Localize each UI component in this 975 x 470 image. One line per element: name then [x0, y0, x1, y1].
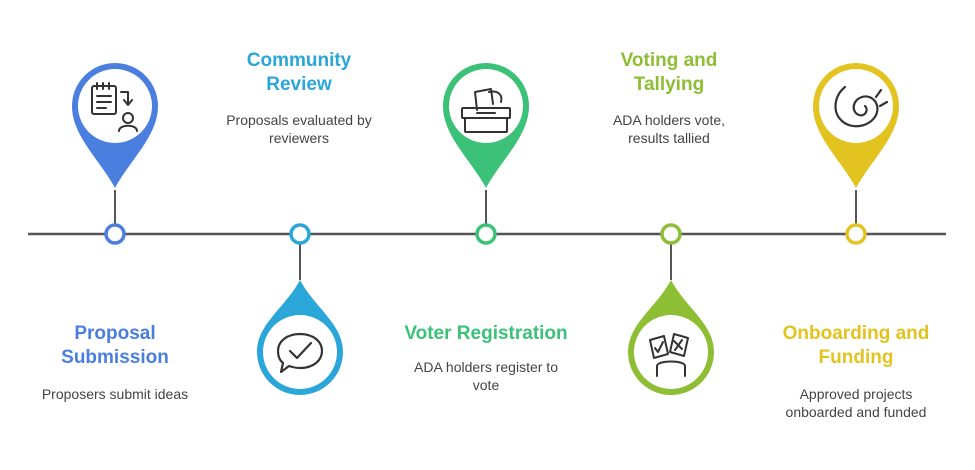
step-4-marker: [628, 223, 714, 396]
step-5-title: Onboarding and Funding: [782, 323, 930, 368]
speech-bubble-checkmark-icon: [276, 332, 324, 374]
step-3-node: [475, 223, 497, 245]
step-5-description: Approved projects onboarded and funded: [785, 386, 927, 420]
step-5-marker: [813, 63, 899, 245]
step-3-marker: [443, 63, 529, 245]
step-2-pin-inner: [263, 315, 337, 389]
step-4-node: [660, 223, 682, 245]
document-with-arrow-and-person-icon: [91, 82, 138, 132]
step-2-title: Community Review: [246, 50, 352, 95]
step-5-node: [845, 223, 867, 245]
step-1-node: [104, 223, 126, 245]
step-3-pin-inner: [449, 69, 523, 143]
step-2-marker: [257, 223, 343, 395]
step-1-title: Proposal Submission: [61, 323, 169, 368]
step-5-pin-inner: [819, 69, 893, 143]
step-3-title: Voter Registration: [404, 323, 568, 344]
step-2-description: Proposals evaluated by reviewers: [226, 112, 372, 146]
spiral-hand-icon: [834, 85, 889, 128]
step-3-description: ADA holders register to vote: [414, 359, 558, 393]
step-1-marker: [72, 63, 158, 245]
step-2-node: [289, 223, 311, 245]
ballot-box-icon: [461, 88, 511, 133]
step-1-description: Proposers submit ideas: [41, 386, 189, 402]
step-4-description: ADA holders vote, results tallied: [612, 112, 726, 146]
ballot-papers-check-and-cross-icon: [649, 333, 689, 377]
step-4-title: Voting and Tallying: [620, 50, 718, 95]
